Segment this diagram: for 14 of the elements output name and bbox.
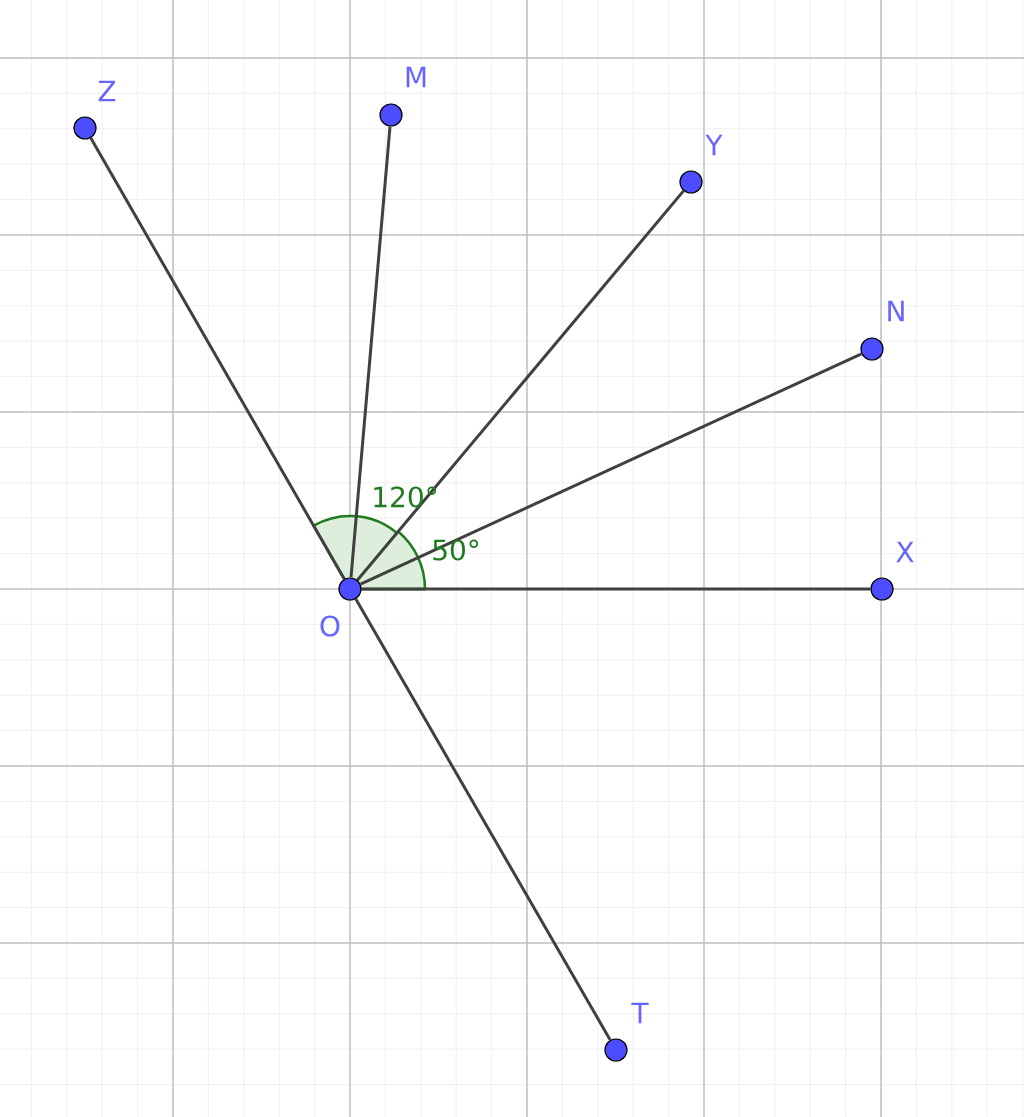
point-label: M — [406, 66, 426, 88]
segment — [89, 137, 346, 580]
point-label: T — [631, 1002, 649, 1024]
segment — [356, 189, 685, 582]
point-label: Z — [98, 80, 116, 102]
segment — [354, 598, 612, 1041]
angle-label: 50° — [433, 539, 479, 561]
segment — [349, 126, 392, 578]
point-label: O — [320, 615, 340, 637]
segment — [359, 352, 863, 586]
segment — [361, 587, 871, 591]
point-label: Y — [705, 134, 723, 156]
point-label: N — [888, 300, 904, 322]
point-label: X — [896, 541, 914, 563]
